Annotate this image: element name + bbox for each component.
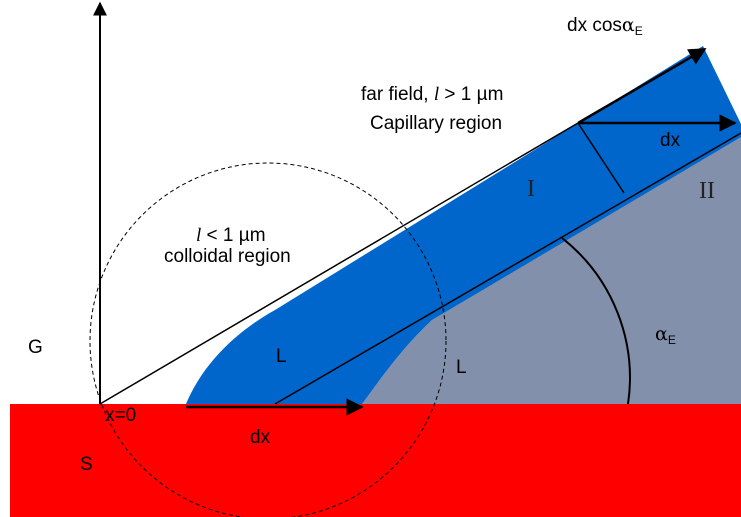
bulk-liquid-region [362, 135, 741, 404]
film-surface-line [99, 122, 579, 405]
alpha-e-label: αE [655, 323, 676, 347]
colloidal-region-circle [89, 162, 447, 517]
perpendicular-line [577, 122, 625, 194]
inner-boundary-line [274, 132, 741, 405]
gas-phase-label: G [28, 337, 43, 358]
dx-cos-alpha-label: dx cosαE [567, 14, 643, 38]
contact-angle-arc [561, 237, 631, 405]
dx-bottom-label: dx [250, 427, 271, 448]
liquid-film-region [186, 46, 741, 404]
bulk-liquid-L-label: L [456, 357, 467, 378]
capillary-region-label: Capillary region [370, 113, 502, 134]
liquid-film-L-label: L [276, 346, 287, 367]
colloidal-region-label: colloidal region [164, 246, 291, 267]
solid-substrate [10, 404, 741, 517]
region-II-label: II [699, 178, 715, 204]
solid-phase-label: S [80, 454, 93, 475]
region-I-label: I [527, 176, 535, 202]
origin-label: x=0 [105, 405, 136, 426]
near-field-label: l < 1 µm [196, 225, 266, 246]
dx-cos-arrow [577, 47, 707, 125]
far-field-label: far field, l > 1 µm [361, 84, 503, 105]
dx-top-label: dx [660, 130, 681, 151]
